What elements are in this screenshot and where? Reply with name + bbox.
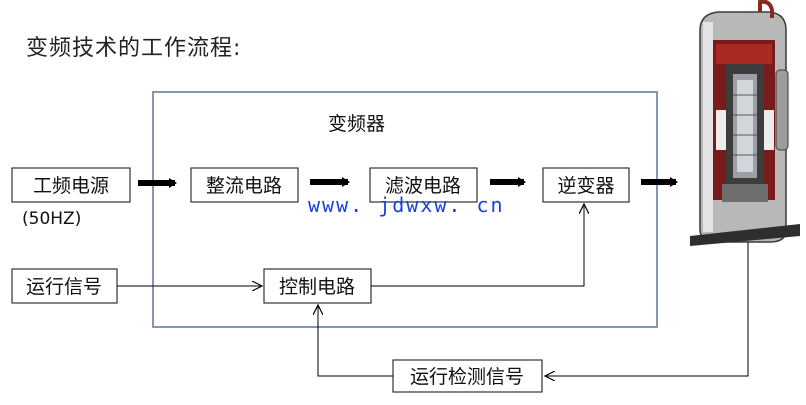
inverter-label: 逆变器 bbox=[557, 175, 614, 197]
page-title: 变频技术的工作流程: bbox=[26, 36, 242, 61]
rectifier-box bbox=[190, 167, 299, 203]
watermark-text: www. jdwxw. cn bbox=[308, 193, 505, 217]
control-circuit-label: 控制电路 bbox=[279, 276, 355, 298]
run-signal-label: 运行信号 bbox=[26, 276, 102, 298]
feedback-signal-box bbox=[392, 359, 543, 393]
power-source-box bbox=[11, 167, 131, 203]
inverter-box bbox=[542, 167, 630, 203]
power-source-label: 工频电源 bbox=[33, 175, 109, 197]
inverter-group-frame bbox=[152, 91, 658, 328]
arrow-compressor-to-feedback bbox=[545, 240, 749, 376]
run-signal-box bbox=[11, 268, 118, 304]
filter-box bbox=[369, 167, 478, 203]
power-frequency-note: (50HZ) bbox=[22, 209, 81, 229]
filter-label: 滤波电路 bbox=[385, 175, 461, 197]
arrow-feedback-to-control bbox=[318, 305, 393, 377]
control-circuit-box bbox=[263, 268, 372, 304]
inverter-group-label: 变频器 bbox=[328, 113, 385, 135]
compressor-illustration bbox=[690, 0, 800, 246]
feedback-signal-label: 运行检测信号 bbox=[410, 366, 524, 388]
arrow-control-to-inverter bbox=[371, 204, 584, 287]
rectifier-label: 整流电路 bbox=[206, 175, 282, 197]
